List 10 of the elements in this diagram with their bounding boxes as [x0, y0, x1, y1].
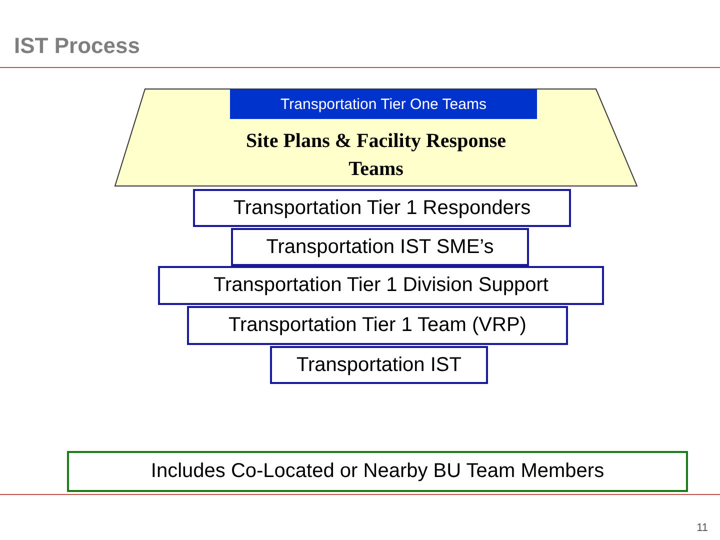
- header-banner: Transportation Tier One Teams: [230, 89, 537, 119]
- team-box: Transportation IST: [270, 346, 488, 384]
- slide-title: IST Process: [14, 33, 140, 59]
- note-box: Includes Co-Located or Nearby BU Team Members: [67, 451, 688, 492]
- team-box: Transportation Tier 1 Responders: [193, 189, 571, 227]
- page-number: 11: [696, 522, 708, 534]
- team-box: Transportation Tier 1 Team (VRP): [187, 306, 568, 345]
- team-box: Transportation IST SME’s: [231, 228, 529, 266]
- band-heading: Site Plans & Facility Response Teams: [245, 129, 507, 182]
- team-box: Transportation Tier 1 Division Support: [158, 266, 604, 305]
